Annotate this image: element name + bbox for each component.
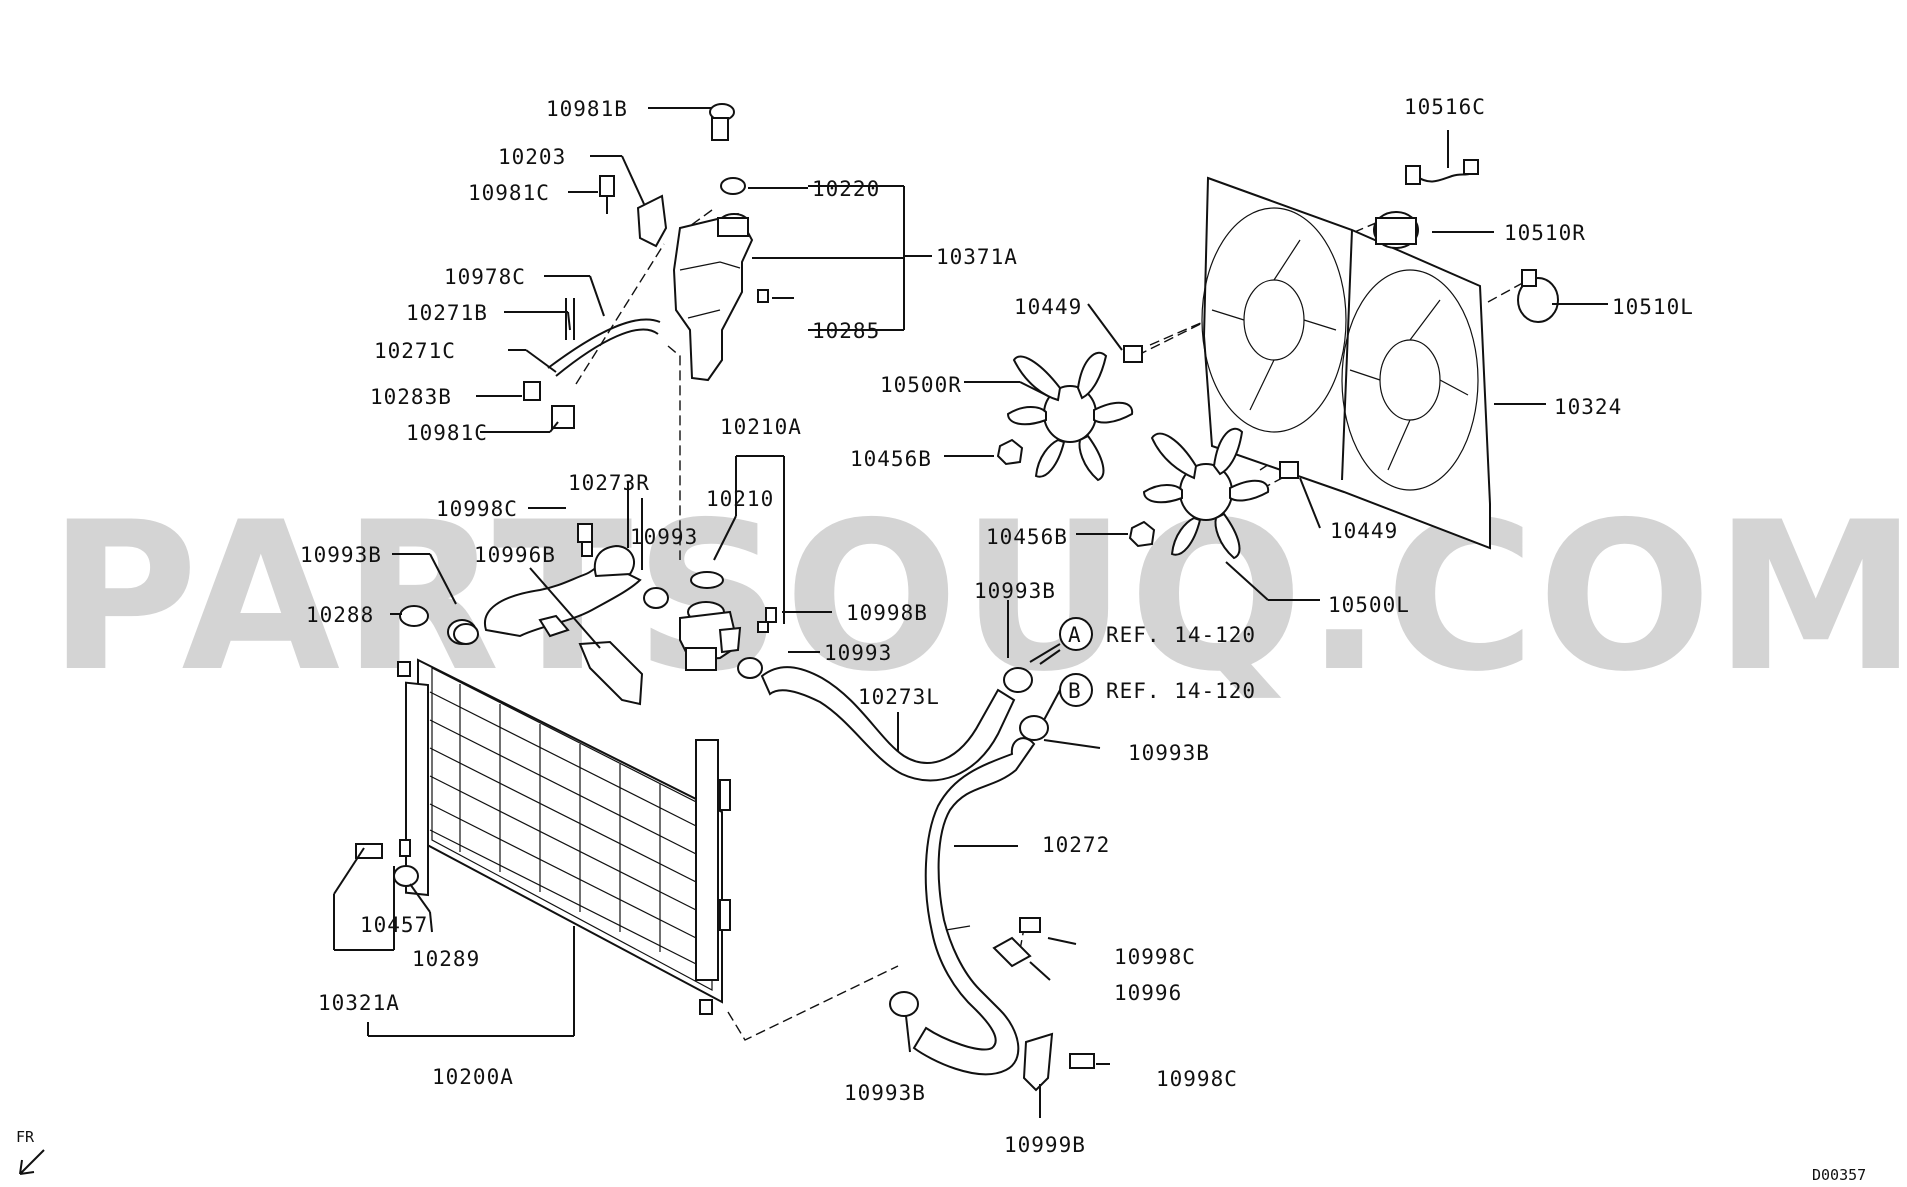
upper-hose-10273r (447, 544, 644, 706)
radiator-10200a (397, 658, 731, 1015)
label-10288: 10288 (306, 603, 374, 627)
label-10510l: 10510L (1612, 295, 1694, 319)
label-10271c: 10271C (374, 339, 456, 363)
label-10210: 10210 (706, 487, 774, 511)
label-10272: 10272 (1042, 833, 1110, 857)
label-10981c-top: 10981C (468, 181, 550, 205)
label-10456b-bot: 10456B (986, 525, 1068, 549)
label-10449-top: 10449 (1014, 295, 1082, 319)
fan-shroud-10324 (1201, 176, 1491, 550)
label-10220: 10220 (812, 177, 880, 201)
label-10993b-left: 10993B (300, 543, 382, 567)
ref-a-text: REF. 14-120 (1106, 623, 1256, 647)
label-10993-mid: 10993 (824, 641, 892, 665)
fan-fasteners (996, 345, 1299, 548)
label-10993b-mid: 10993B (974, 579, 1056, 603)
fan-10500r (1006, 351, 1134, 482)
label-10999b: 10999B (1004, 1133, 1086, 1157)
label-10981b: 10981B (546, 97, 628, 121)
leader-lines (333, 107, 1608, 1118)
hose-10272 (912, 737, 1036, 1076)
label-10324: 10324 (1554, 395, 1622, 419)
front-arrow-icon (19, 1149, 45, 1175)
ref-a: A REF. 14-120 (1059, 617, 1256, 651)
label-10289: 10289 (412, 947, 480, 971)
label-10510r: 10510R (1504, 221, 1586, 245)
label-10283b: 10283B (370, 385, 452, 409)
label-10978c: 10978C (444, 265, 526, 289)
radiator-cap-10210 (577, 523, 777, 671)
label-10998c-r2: 10998C (1156, 1067, 1238, 1091)
clamps-upper (393, 587, 763, 887)
label-10203: 10203 (498, 145, 566, 169)
fan-motor-10510r (1373, 211, 1419, 249)
label-10996: 10996 (1114, 981, 1182, 1005)
label-10273l: 10273L (858, 685, 940, 709)
hose-10273l (760, 666, 1016, 782)
label-10981c-bot: 10981C (406, 421, 488, 445)
label-10210a: 10210A (720, 415, 802, 439)
fan-10500l (1142, 427, 1270, 560)
label-10993b-bot: 10993B (844, 1081, 926, 1105)
label-10996b: 10996B (474, 543, 556, 567)
label-10998c-left: 10998C (436, 497, 518, 521)
label-10993-top: 10993 (630, 525, 698, 549)
bracket-10203 (599, 175, 668, 248)
fan-motor-10510l (1517, 269, 1559, 323)
label-10993b-right: 10993B (1128, 741, 1210, 765)
label-10271b: 10271B (406, 301, 488, 325)
front-label: FR (16, 1128, 35, 1146)
reservoir-tank-10371a (672, 103, 769, 382)
label-10200a: 10200A (432, 1065, 514, 1089)
label-10516c: 10516C (1404, 95, 1486, 119)
brackets-lower (355, 839, 1095, 1092)
part-labels: 10981B 10203 10981C 10220 10371A 10978C … (300, 95, 1694, 1157)
ref-b-text: REF. 14-120 (1106, 679, 1256, 703)
label-10273r: 10273R (568, 471, 650, 495)
ref-a-letter: A (1068, 623, 1082, 647)
label-10998b: 10998B (846, 601, 928, 625)
label-10500r: 10500R (880, 373, 962, 397)
front-direction-indicator: FR (16, 1128, 45, 1175)
label-10457: 10457 (360, 913, 428, 937)
label-10449-bot: 10449 (1330, 519, 1398, 543)
clamps-lower (889, 667, 1049, 1017)
label-10998c-r1: 10998C (1114, 945, 1196, 969)
label-10456b-top: 10456B (850, 447, 932, 471)
harness-10516c (1405, 159, 1479, 185)
label-10500l: 10500L (1328, 593, 1410, 617)
ref-b-letter: B (1068, 679, 1082, 703)
label-10371a: 10371A (936, 245, 1018, 269)
diagram-code: D00357 (1812, 1166, 1866, 1184)
watermark: PARTSOUQ.COM (48, 479, 1907, 717)
ref-b: B REF. 14-120 (1059, 673, 1256, 707)
label-10285: 10285 (812, 319, 880, 343)
label-10321a: 10321A (318, 991, 400, 1015)
